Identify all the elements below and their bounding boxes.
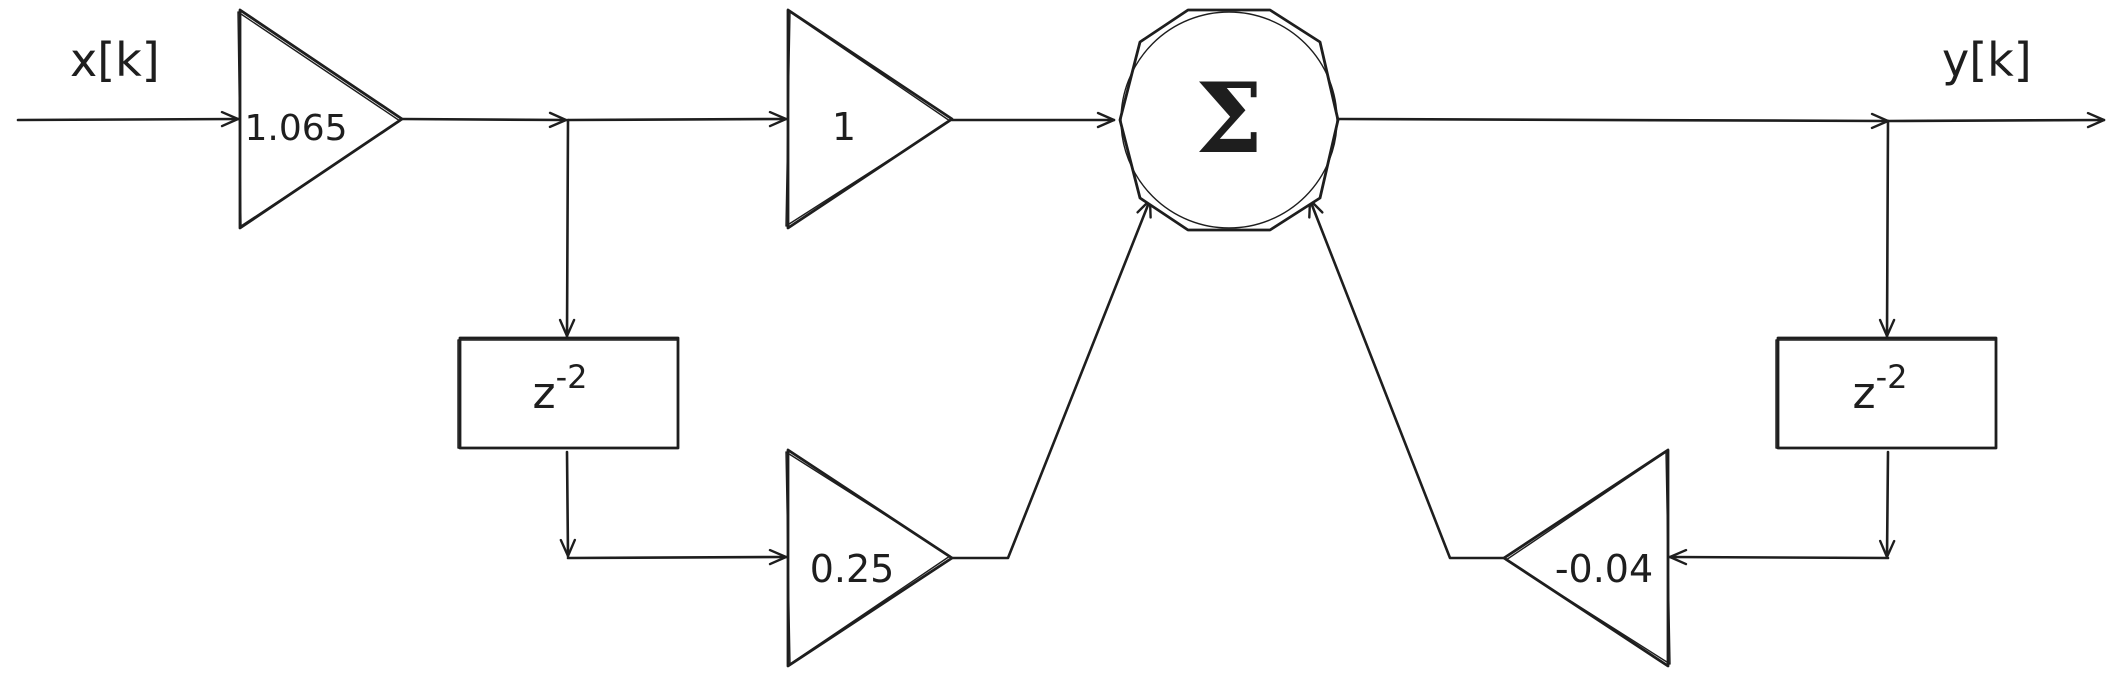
direct-gain-block: 1 bbox=[785, 8, 954, 230]
feedback-gain-label: -0.04 bbox=[1555, 547, 1653, 591]
svg-text:z-2: z-2 bbox=[532, 358, 587, 419]
feedforward-gain-label: 0.25 bbox=[810, 547, 895, 591]
sum-out-wire bbox=[1336, 112, 1890, 130]
split-to-delay-wire bbox=[558, 118, 576, 338]
input-wire bbox=[16, 110, 240, 128]
input-signal-label: x[k] bbox=[70, 33, 160, 87]
feedback-delay-block: z-2 bbox=[1775, 336, 1998, 450]
split-to-direct-wire bbox=[566, 110, 788, 128]
delay-ff-base: z bbox=[532, 368, 555, 419]
output-wire bbox=[1886, 111, 2106, 129]
summer-symbol: Σ bbox=[1195, 62, 1263, 175]
direct-gain-label: 1 bbox=[832, 105, 856, 149]
delay-fb-base: z bbox=[1852, 368, 1875, 419]
fb-gain-to-sum-wire bbox=[1308, 198, 1506, 560]
output-to-delay-wire bbox=[1878, 119, 1896, 338]
gain-out-wire bbox=[400, 111, 568, 129]
summer-block: Σ bbox=[1118, 8, 1340, 232]
output-signal-label: y[k] bbox=[1942, 33, 2032, 87]
delay-ff-exponent: -2 bbox=[556, 358, 588, 396]
wires bbox=[16, 110, 2106, 566]
delay-to-ff-gain-wire bbox=[566, 548, 788, 566]
input-gain-label: 1.065 bbox=[244, 108, 347, 149]
feedforward-delay-block: z-2 bbox=[457, 336, 680, 450]
fb-delay-down-wire bbox=[1878, 450, 1896, 559]
feedforward-gain-block: 0.25 bbox=[785, 448, 954, 668]
delay-down-wire bbox=[559, 450, 577, 558]
ff-gain-to-sum-wire bbox=[950, 198, 1152, 560]
feedback-gain-block: -0.04 bbox=[1502, 448, 1671, 668]
delay-fb-exponent: -2 bbox=[1876, 358, 1908, 396]
input-gain-block: 1.065 bbox=[237, 8, 404, 230]
svg-text:z-2: z-2 bbox=[1852, 358, 1907, 419]
fb-delay-to-gain-wire bbox=[1668, 548, 1890, 566]
